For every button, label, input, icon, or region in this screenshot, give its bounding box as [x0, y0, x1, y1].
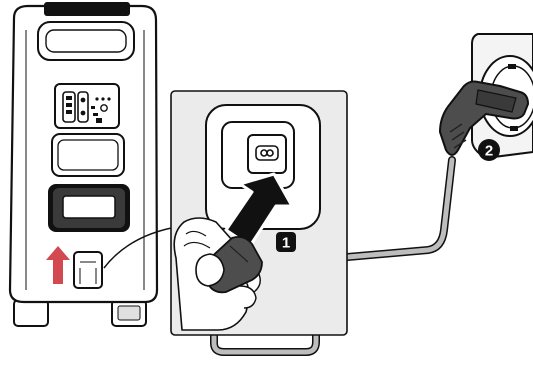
speaker-grille	[48, 184, 130, 232]
wall-plug	[439, 80, 529, 156]
power-cable	[210, 156, 456, 356]
control-panel-knob-icon	[62, 91, 89, 123]
speaker-unit	[8, 2, 183, 327]
power-inlet-cover	[73, 251, 103, 289]
step-badge-1: 1	[276, 232, 296, 252]
step-number-2: 2	[485, 143, 493, 160]
step-badge-2: 2	[478, 139, 500, 161]
up-arrow-icon	[46, 246, 70, 284]
speaker-top-handle	[44, 2, 130, 16]
ac-figure-eight-inlet-icon	[247, 134, 287, 174]
step-number-1: 1	[282, 235, 290, 252]
hand-holding-plug	[173, 217, 263, 331]
speaker-wheel-left	[13, 299, 49, 327]
zoom-detail-panel: 1	[170, 90, 348, 336]
control-panel-jacks-icon	[91, 97, 111, 123]
